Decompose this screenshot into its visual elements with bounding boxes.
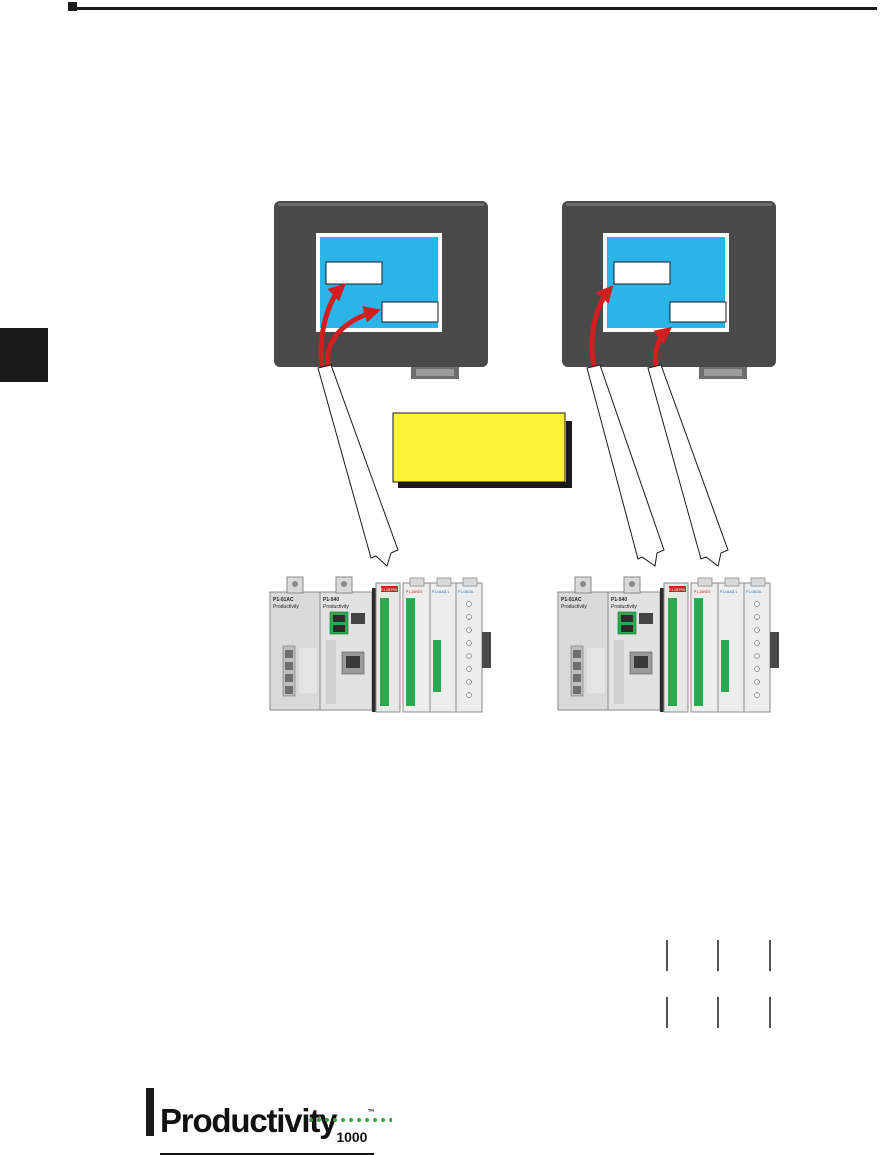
plc-module-label-right-2: P1-16ND3 [694,590,710,594]
data-flow-arrow-left [317,364,399,567]
data-arrow-right-1 [589,285,614,367]
productivity-logo: Productivity1000 ™ [160,1098,375,1155]
plc-ps-label-right: P1-01AC [561,597,582,603]
logo-word: Productivity [160,1102,338,1139]
hmi-tag-box-right-1 [613,261,671,285]
plc-module-label-left-2: P1-16ND3 [406,590,422,594]
hmi-tag-box-left-1 [325,261,383,285]
hmi-tag-box-left-2 [381,301,439,323]
header-rule [72,7,877,10]
data-arrow-left-1 [318,283,346,367]
plc-module-label-right-4: P1-04DAL [746,590,762,594]
plc-cpu-brand-left: Productivity [323,604,349,610]
plc-module-label-left-1: P1-08TRS [381,588,398,592]
plc-rack-right: P1-01AC Productivity P1-540 Productivity… [557,576,779,713]
hmi-panel-left [274,201,488,379]
footer-bar [146,1088,154,1136]
plc-module-label-left-3: P1-04AD-1 [432,590,449,594]
plc-ps-label-left: P1-01AC [273,597,294,603]
plc-module-label-left-4: P1-04DAL [458,590,474,594]
logo-number: 1000 [336,1129,368,1145]
plc-cpu-brand-right: Productivity [611,604,637,610]
hmi-panel-right [562,201,776,379]
plc-ps-brand-left: Productivity [273,604,299,610]
data-arrow-left-2 [325,306,381,367]
plc-rack-left: P1-01AC Productivity P1-540 Productivity… [269,576,491,713]
header-rule-marker [68,2,77,11]
data-flow-arrow-right-2 [647,364,729,567]
data-flow-arrow-right-1 [586,364,665,567]
note-callout [392,412,572,488]
data-arrow-right-2 [653,326,672,367]
logo-dots [308,1117,392,1123]
plc-module-label-right-1: P1-08TRS [669,588,686,592]
logo-trademark: ™ [367,1109,375,1116]
plc-cpu-label-left: P1-540 [323,597,339,603]
plc-ps-brand-right: Productivity [561,604,587,610]
plc-module-label-right-3: P1-04AD-1 [720,590,737,594]
plc-cpu-label-right: P1-540 [611,597,627,603]
data-flow-arrows [317,364,729,567]
chapter-tab [0,328,48,382]
hmi-tag-box-right-2 [669,301,727,323]
